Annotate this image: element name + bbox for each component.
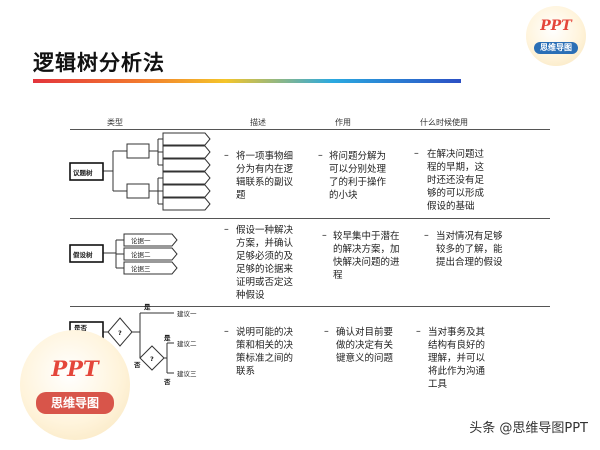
logo-label: 思维导图 xyxy=(36,392,114,414)
leaf-label: 建议二 xyxy=(177,339,197,348)
row1-role: 将问题分解为可以分别处理了的利于操作的小块 xyxy=(329,151,387,201)
branch-label: 论据三 xyxy=(131,264,151,273)
no-label: 否 xyxy=(133,361,141,369)
header-rule xyxy=(70,129,550,130)
bullet-dash: – xyxy=(416,326,421,337)
decision-diamond-2 xyxy=(139,345,165,371)
header-role: 作用 xyxy=(335,118,351,127)
header-type: 类型 xyxy=(107,118,123,127)
bullet-dash: – xyxy=(424,230,429,241)
row3-when: 当对事务及其结构有良好的理解，并可以将此作为沟通工具 xyxy=(428,327,486,390)
row-separator xyxy=(70,306,550,307)
row2-when: 当对情况有足够较多的了解，能提出合理的假设 xyxy=(436,231,503,268)
issue-tree-label: 议题树 xyxy=(73,168,93,177)
leaf-label: 建议一 xyxy=(177,309,197,318)
bullet-dash: – xyxy=(318,150,323,161)
decision-q2: ? xyxy=(150,355,154,363)
row3-desc: 说明可能的决策和相关的决策标准之间的联系 xyxy=(236,327,294,377)
branch-label: 论据一 xyxy=(131,236,151,245)
row1-when: 在解决问题过程的早期，这时还还没有足够的可以形成假设的基础 xyxy=(427,149,485,212)
yes-label: 是 xyxy=(143,302,151,311)
yesno-label-line1: 是否 xyxy=(73,323,88,332)
leaf-label: 建议三 xyxy=(177,369,197,378)
decision-diamond-1 xyxy=(107,317,133,347)
bullet-dash: – xyxy=(224,326,229,337)
no-label: 否 xyxy=(163,378,171,386)
logo-badge-bottom: PPT 思维导图 xyxy=(20,330,130,440)
row3-role: 确认对目前要做的决定有关键意义的问题 xyxy=(336,327,394,364)
bullet-dash: – xyxy=(322,230,327,241)
row2-desc: 假设一种解决方案，并确认足够必须的及足够的论据来证明或否定这种假设 xyxy=(236,225,294,301)
decision-q1: ? xyxy=(118,329,122,337)
row1-desc: 将一项事物细分为有内在逻辑联系的副议题 xyxy=(236,151,294,201)
header-desc: 描述 xyxy=(250,118,266,127)
title-underline xyxy=(33,79,461,83)
row-separator xyxy=(70,218,550,219)
logo-ppt-text: PPT xyxy=(540,18,572,34)
row2-role: 较早集中于潜在的解决方案，加快解决问题的进程 xyxy=(333,231,400,281)
branch-label: 论据二 xyxy=(131,250,151,259)
yes-label: 是 xyxy=(163,333,171,342)
bullet-dash: – xyxy=(414,148,419,159)
watermark: 头条 @思维导图PPT xyxy=(469,421,588,436)
bullet-dash: – xyxy=(324,326,329,337)
logo-badge-top: PPT 思维导图 xyxy=(526,6,586,66)
bullet-dash: – xyxy=(224,224,229,235)
page-title: 逻辑树分析法 xyxy=(33,51,165,75)
logo-ppt-text: PPT xyxy=(51,356,99,381)
bullet-dash: – xyxy=(224,150,229,161)
header-when: 什么时候使用 xyxy=(420,118,468,127)
hypothesis-tree-label: 假设树 xyxy=(73,250,93,259)
logo-label: 思维导图 xyxy=(534,42,578,54)
